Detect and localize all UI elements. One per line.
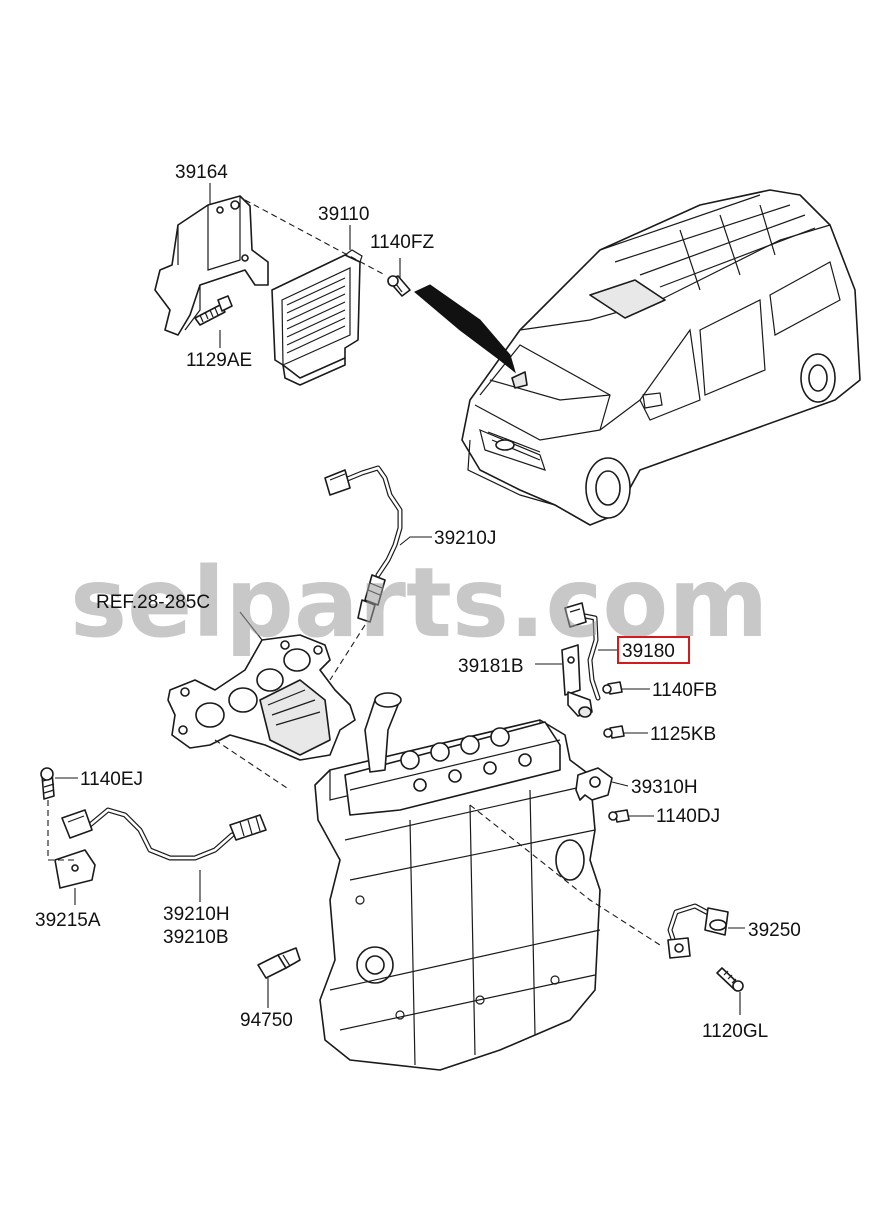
- label-1140FZ[interactable]: 1140FZ: [370, 232, 434, 253]
- cam-position-sensor-39310H: [575, 767, 613, 801]
- bolt-1129AE: [194, 295, 233, 326]
- o2-sensor-39210J: [324, 465, 403, 623]
- o2-sensor-39210H-39210B: [61, 807, 267, 861]
- oil-pressure-switch-94750: [257, 947, 301, 979]
- label-94750[interactable]: 94750: [240, 1010, 293, 1031]
- sensor-bracket-39181B: [561, 644, 593, 718]
- bolt-1140FZ: [387, 275, 411, 297]
- label-1120GL[interactable]: 1120GL: [702, 1021, 768, 1042]
- highlight-box-39180: [617, 636, 690, 664]
- label-39210J[interactable]: 39210J: [434, 528, 496, 549]
- watermark: selparts.com: [70, 547, 768, 659]
- ecu-bracket-39164: [154, 195, 269, 336]
- label-39310H[interactable]: 39310H: [631, 777, 698, 798]
- bolt-1125KB: [603, 725, 625, 739]
- van-illustration: [461, 189, 861, 526]
- label-1140DJ[interactable]: 1140DJ: [656, 806, 720, 827]
- label-39110[interactable]: 39110: [318, 204, 369, 225]
- bolt-dash-line: [47, 800, 75, 861]
- bolt-1120GL: [716, 967, 744, 992]
- label-39250[interactable]: 39250: [748, 920, 801, 941]
- label-1140FB[interactable]: 1140FB: [652, 680, 717, 701]
- label-39164[interactable]: 39164: [175, 162, 228, 183]
- location-arrow: [414, 284, 516, 374]
- label-39215A[interactable]: 39215A: [35, 910, 101, 931]
- label-1129AE[interactable]: 1129AE: [186, 350, 252, 371]
- label-39181B[interactable]: 39181B: [458, 656, 524, 677]
- label-39180[interactable]: 39180: [622, 641, 675, 662]
- knock-sensor-39250: [667, 903, 729, 959]
- leader-lines: [55, 183, 745, 1015]
- label-1125KB[interactable]: 1125KB: [650, 724, 716, 745]
- ref-dash-line: [214, 624, 366, 791]
- exhaust-manifold: [167, 634, 356, 761]
- bolt-1140EJ: [40, 767, 55, 800]
- label-39210H[interactable]: 39210H: [163, 904, 230, 925]
- bracket-39215A: [54, 849, 96, 889]
- engine-block: [314, 692, 601, 1071]
- cam-sensor-39180: [564, 602, 601, 701]
- label-1140EJ[interactable]: 1140EJ: [80, 769, 143, 790]
- bolt-1140DJ: [608, 809, 630, 823]
- label-ref-28-285C[interactable]: REF.28-285C: [96, 592, 210, 613]
- ecu-module-39110: [271, 249, 363, 386]
- bolt-1140FB: [602, 681, 623, 695]
- label-39210B[interactable]: 39210B: [163, 927, 229, 948]
